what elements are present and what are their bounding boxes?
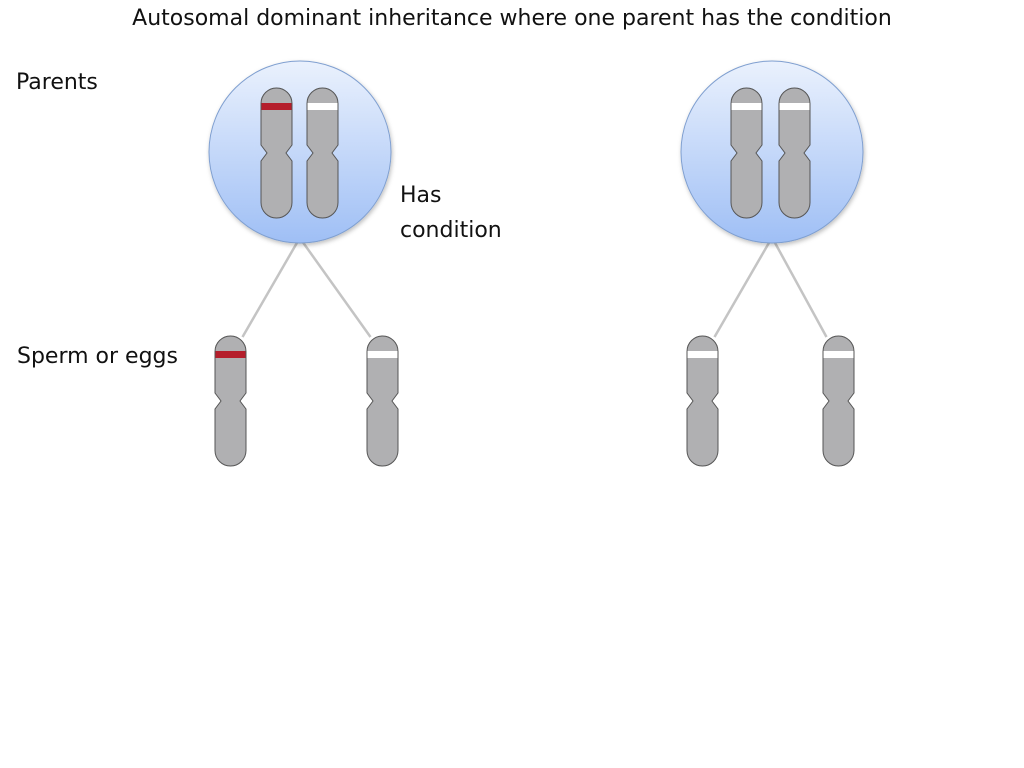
- parent-chromosome: [778, 87, 811, 219]
- chromosome-body: [306, 87, 339, 219]
- unaffected-allele-band: [731, 103, 762, 110]
- parent-chromosome: [260, 87, 293, 219]
- chromosome-body: [214, 335, 247, 467]
- gametes-label: Sperm or eggs: [17, 344, 178, 369]
- gamete-chromosome: [822, 335, 855, 467]
- gamete-connector-line: [300, 240, 372, 338]
- affected-allele-band: [261, 103, 292, 110]
- unaffected-allele-band: [687, 351, 718, 358]
- chromosome-body: [730, 87, 763, 219]
- unaffected-allele-band: [367, 351, 398, 358]
- has-condition-label: Has condition: [400, 183, 502, 243]
- unaffected-allele-band: [823, 351, 854, 358]
- parent-chromosome: [730, 87, 763, 219]
- affected-parent-cell: [208, 60, 392, 244]
- chromosome-body: [686, 335, 719, 467]
- unaffected-allele-band: [307, 103, 338, 110]
- gamete-chromosome: [366, 335, 399, 467]
- gamete-chromosome: [214, 335, 247, 467]
- unaffected-parent-cell: [680, 60, 864, 244]
- gamete-chromosome: [686, 335, 719, 467]
- chromosome-body: [822, 335, 855, 467]
- gamete-connector-line: [713, 240, 772, 338]
- chromosome-body: [366, 335, 399, 467]
- chromosome-body: [778, 87, 811, 219]
- parents-label: Parents: [16, 70, 98, 95]
- gamete-connector-line: [241, 240, 300, 338]
- gamete-connector-line: [772, 240, 828, 338]
- unaffected-allele-band: [779, 103, 810, 110]
- chromosome-body: [260, 87, 293, 219]
- parent-chromosome: [306, 87, 339, 219]
- affected-allele-band: [215, 351, 246, 358]
- page-title: Autosomal dominant inheritance where one…: [132, 6, 892, 31]
